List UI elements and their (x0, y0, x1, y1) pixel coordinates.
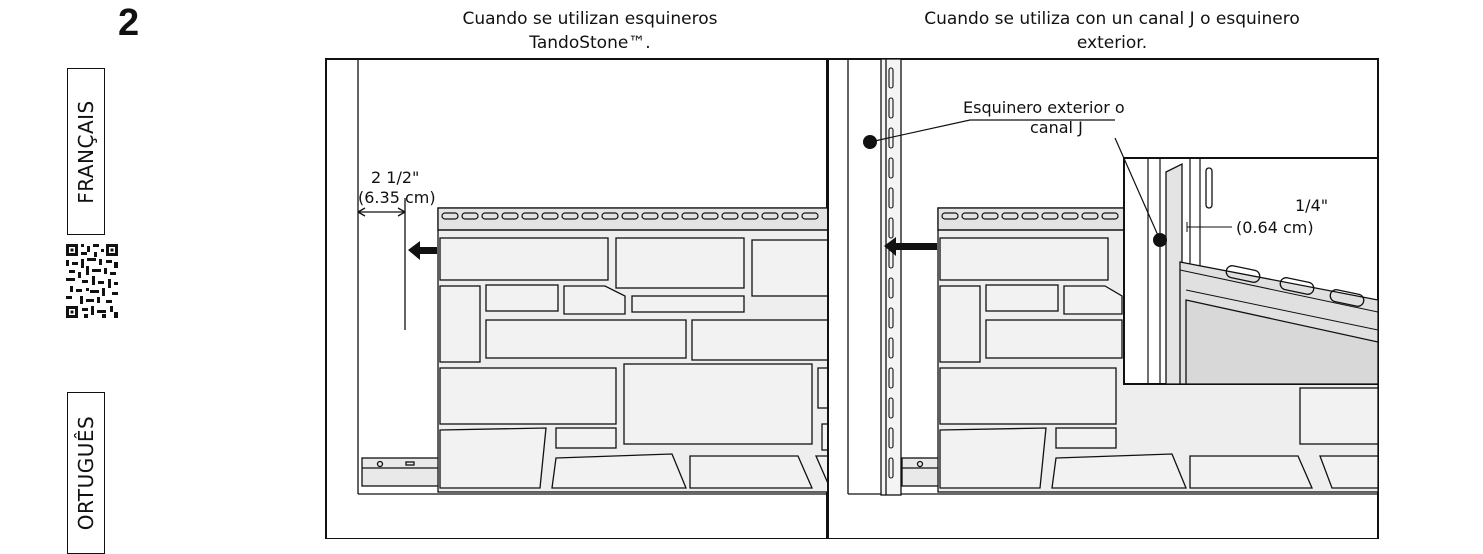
step-number: 2 (118, 2, 140, 44)
caption-left: Cuando se utilizan esquineros TandoStone… (360, 7, 820, 55)
j-channel-corner (880, 59, 902, 496)
tab-french[interactable]: FRANÇAIS (67, 68, 105, 235)
installation-figure (325, 58, 1379, 539)
right-panel-illustration (827, 58, 1379, 539)
detail-inset (1123, 157, 1378, 385)
caption-right: Cuando se utiliza con un canal J o esqui… (832, 7, 1392, 55)
caption-left-line1: Cuando se utilizan esquineros (462, 9, 718, 29)
caption-right-line1: Cuando se utiliza con un canal J o esqui… (924, 9, 1300, 29)
left-panel-illustration (325, 58, 828, 539)
callout-label-line2: canal J (1030, 118, 1083, 137)
gap-inches-label: 1/4" (1295, 196, 1329, 215)
caption-right-line2: exterior. (1076, 33, 1148, 53)
measure-cm-label: (6.35 cm) (358, 188, 436, 207)
callout-label-line1: Esquinero exterior o (963, 98, 1125, 117)
stone-siding-panel-left (437, 207, 827, 493)
measure-inches-label: 2 1/2" (371, 168, 420, 187)
caption-left-line2: TandoStone™. (529, 33, 651, 53)
gap-cm-label: (0.64 cm) (1236, 218, 1314, 237)
tab-portuguese[interactable]: ORTUGUÊS (67, 392, 105, 554)
qr-code (66, 244, 118, 318)
